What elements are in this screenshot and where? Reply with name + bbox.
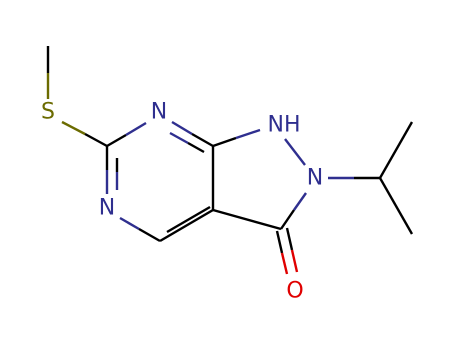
bond-n1-c7a-inner-nitrogen [169,131,189,145]
bond-isopropyl-lower-methyl [378,177,414,235]
bond-s-c2-sulfur-half [61,120,86,136]
bond-n3-c4-nitrogen-half [119,216,140,231]
bond-c4-c3a-inner [166,205,211,234]
bond-isopropyl-upper-methyl [378,121,414,179]
bond-c3-o-oxygen-half [280,252,289,275]
bond-c4-c3a [159,208,214,243]
bond-n1-c7a-nitrogen-half [171,120,193,136]
bond-c3-o-carbon-half [275,230,284,254]
atom-label-nitrogen-right: N [307,166,323,191]
atom-labels: S N N NH N O [41,100,323,304]
bond-c2-n1-carbon-half [106,133,127,148]
bond-n2-c3-nitrogen-half [293,192,307,211]
bond-nh-n2 [284,138,306,166]
bond-n1-c7a-inner-carbon [187,141,205,154]
atom-label-ring-nitrogen-left: N [99,196,115,221]
bond-c7a-nh-carbon-half [212,136,237,148]
bond-n1-c7a-carbon-half [191,132,214,148]
bond-c7a-nh-nitrogen-half [235,128,261,140]
atom-label-oxygen: O [286,279,303,304]
bond-c2-n1-nitrogen-half [125,121,147,137]
bond-c3-o-second-oxygen-half [290,249,299,273]
bond-s-c2-carbon-half [84,132,108,148]
bond-n2-c3-carbon-half [280,209,295,230]
bonds [46,46,414,275]
bond-c3-o-second-carbon-half [285,227,294,251]
atom-label-nh: NH [268,113,301,138]
bond-n3-c4-carbon-half [138,227,161,243]
atom-label-sulfur: S [41,100,55,125]
atom-label-ring-nitrogen-top: N [151,100,167,125]
bond-c3-c3a [212,208,282,231]
